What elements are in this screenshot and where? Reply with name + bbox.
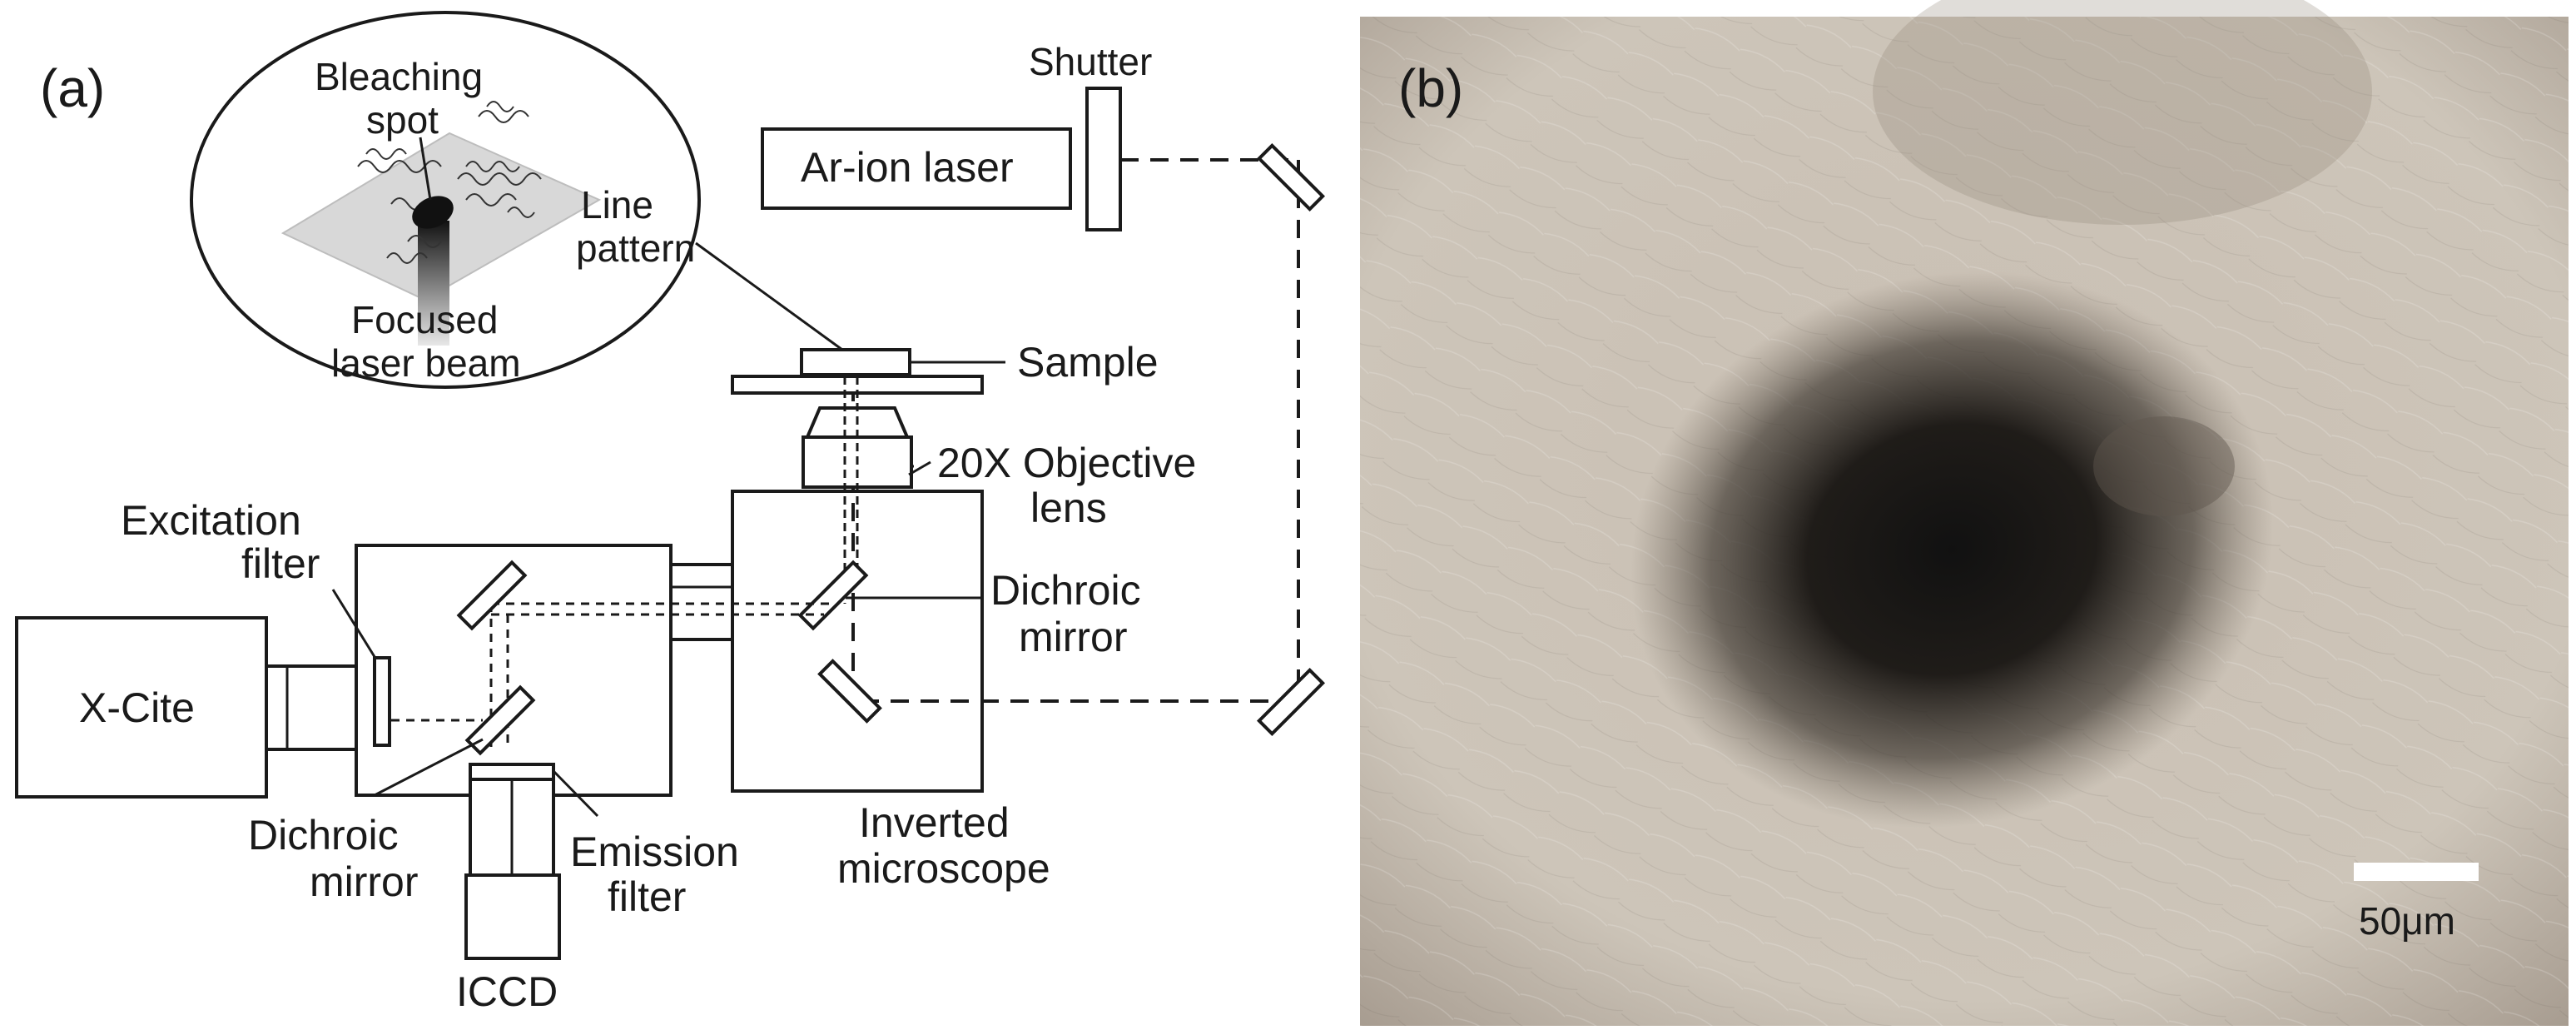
dichroic-mirror-left-icon [464, 684, 536, 756]
bleaching-spot-pointer [419, 137, 432, 201]
bleached-spot-lobe [2093, 416, 2235, 516]
inset-focused-label-2: laser beam [331, 341, 521, 385]
objective-label-2: lens [1030, 485, 1107, 531]
x-cite-coupler [265, 664, 358, 751]
inset-bleaching-label-2: spot [366, 98, 439, 142]
bleached-spot [1630, 271, 2274, 828]
line-pattern-icon [357, 101, 542, 264]
x-cite-label: X-Cite [79, 684, 195, 731]
panel-b-micrograph: (b) 50μm [1360, 0, 2569, 1026]
dichroic-left-label-1: Dichroic [248, 812, 399, 858]
objective-pointer [908, 460, 931, 476]
iccd-camera-icon [464, 873, 561, 960]
dichroic-mirror-right-icon [797, 560, 869, 631]
dichroic-left-label-2: mirror [310, 858, 419, 905]
focused-beam-icon [418, 221, 449, 346]
excitation-label-1: Excitation [121, 497, 301, 544]
microscope-label-1: Inverted [859, 799, 1010, 846]
steering-mirror-bottom [1256, 667, 1326, 737]
sample-icon [800, 348, 911, 376]
filter-cube-mirror-upper [456, 560, 528, 631]
x-cite-box [15, 616, 268, 799]
panel-b-label: (b) [1398, 58, 1463, 118]
laser-beam-path [851, 158, 1300, 703]
dichroic-left-pointer [374, 738, 484, 797]
shutter-icon [1085, 87, 1122, 231]
emission-label-2: filter [608, 873, 686, 920]
excitation-label-2: filter [241, 540, 320, 587]
steering-mirror-top [1256, 142, 1326, 212]
ar-ion-laser-label: Ar-ion laser [801, 144, 1014, 191]
inset-focused-label-1: Focused [351, 298, 498, 341]
scale-bar-label: 50μm [2359, 899, 2455, 943]
panel-a-schematic: (a) Bleaching spot Line [15, 11, 1326, 1015]
ar-ion-laser-box [761, 127, 1072, 210]
shutter-label: Shutter [1029, 40, 1152, 83]
excitation-filter-icon [373, 656, 391, 747]
inset-line-pattern-label-1: Line [581, 183, 653, 226]
micrograph-shadow-top-right [1873, 0, 2372, 225]
emission-filter-icon [469, 763, 555, 781]
excitation-pointer [331, 589, 378, 660]
inset-bleaching-detail: Bleaching spot Line pattern Focused lase… [190, 11, 843, 389]
scale-bar [2354, 863, 2479, 881]
iccd-label: ICCD [456, 968, 558, 1015]
sample-label: Sample [1017, 339, 1159, 386]
emission-pointer [552, 769, 599, 818]
panel-a-label: (a) [40, 58, 105, 118]
objective-label-1: 20X Objective [937, 440, 1196, 486]
coupling-tube [668, 563, 734, 641]
inset-leader-line [695, 241, 843, 351]
microscope-reflector [817, 659, 882, 724]
bleaching-spot-icon [412, 196, 454, 229]
dichroic-right-label-2: mirror [1019, 614, 1128, 660]
inset-line-pattern-label-2: pattern [576, 226, 695, 270]
microscope-label-2: microscope [837, 845, 1050, 892]
dichroic-right-label-1: Dichroic [990, 567, 1141, 614]
emission-label-1: Emission [570, 828, 739, 875]
inset-bleaching-label-1: Bleaching [315, 55, 483, 98]
